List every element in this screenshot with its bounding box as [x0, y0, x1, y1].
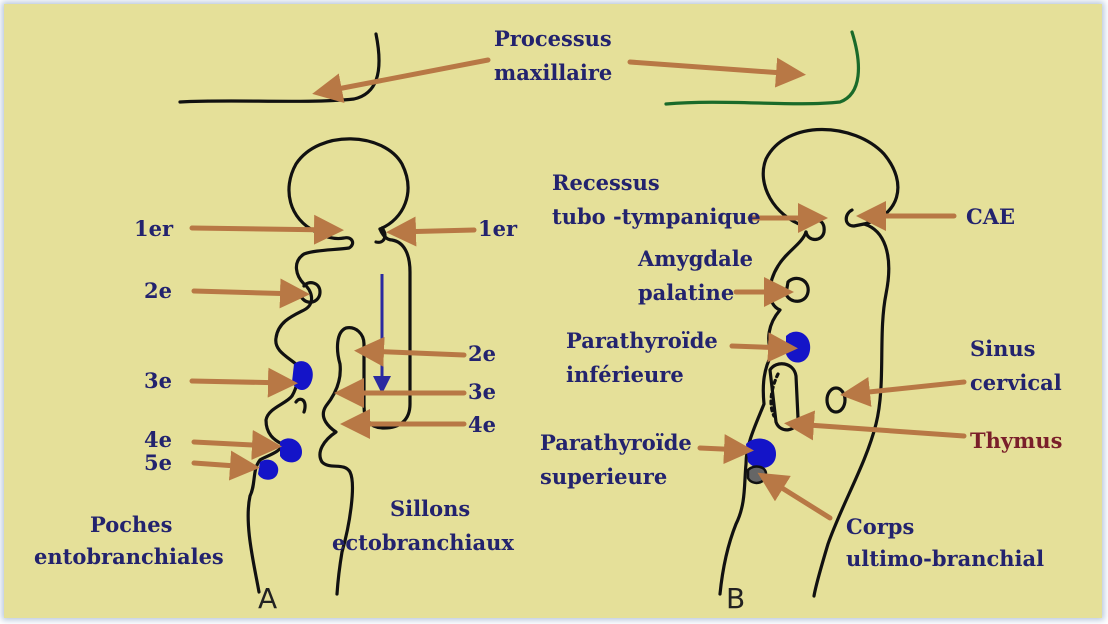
- label-maxillaire: maxillaire: [494, 60, 612, 85]
- label-a-5e-left: 5e: [144, 450, 172, 475]
- label-parathyroide-inf: Parathyroïde: [566, 328, 718, 353]
- label-a-1er-left: 1er: [134, 216, 174, 241]
- diagram-frame: Processus maxillaire 1er 1er 2e 2e 3e 3e…: [4, 4, 1102, 618]
- label-cae: CAE: [966, 204, 1015, 229]
- label-a-4e-right: 4e: [468, 412, 496, 437]
- parathyroid-superior: [746, 439, 776, 469]
- ultimobranchial-body: [748, 467, 766, 483]
- label-corps: Corps: [846, 514, 914, 539]
- label-inferieure: inférieure: [566, 362, 684, 387]
- label-recessus: Recessus: [552, 170, 660, 195]
- label-sinus: Sinus: [970, 336, 1036, 361]
- label-cervical: cervical: [970, 370, 1062, 395]
- label-ultimo-branchial: ultimo-branchial: [846, 546, 1044, 571]
- panel-label-a: A: [258, 582, 277, 615]
- label-processus: Processus: [494, 26, 612, 51]
- label-sillons: Sillons: [390, 496, 470, 521]
- label-amygdale: Amygdale: [637, 246, 753, 271]
- label-a-3e-right: 3e: [468, 379, 496, 404]
- label-tubo-tympanique: tubo -tympanique: [552, 204, 761, 229]
- label-a-2e-right: 2e: [468, 341, 496, 366]
- label-palatine: palatine: [638, 280, 734, 305]
- label-a-3e-left: 3e: [144, 368, 172, 393]
- label-thymus: Thymus: [970, 428, 1062, 453]
- pharyngeal-arches-diagram: Processus maxillaire 1er 1er 2e 2e 3e 3e…: [4, 4, 1102, 618]
- panel-label-b: B: [726, 582, 745, 615]
- label-parathyroide-sup: Parathyroïde: [540, 430, 692, 455]
- label-a-4e-left: 4e: [144, 427, 172, 452]
- label-entobranchiales: entobranchiales: [34, 544, 224, 569]
- label-ectobranchiaux: ectobranchiaux: [332, 530, 514, 555]
- label-poches: Poches: [90, 512, 172, 537]
- label-a-1er-right: 1er: [478, 216, 518, 241]
- label-superieure: superieure: [540, 464, 667, 489]
- label-a-2e-left: 2e: [144, 278, 172, 303]
